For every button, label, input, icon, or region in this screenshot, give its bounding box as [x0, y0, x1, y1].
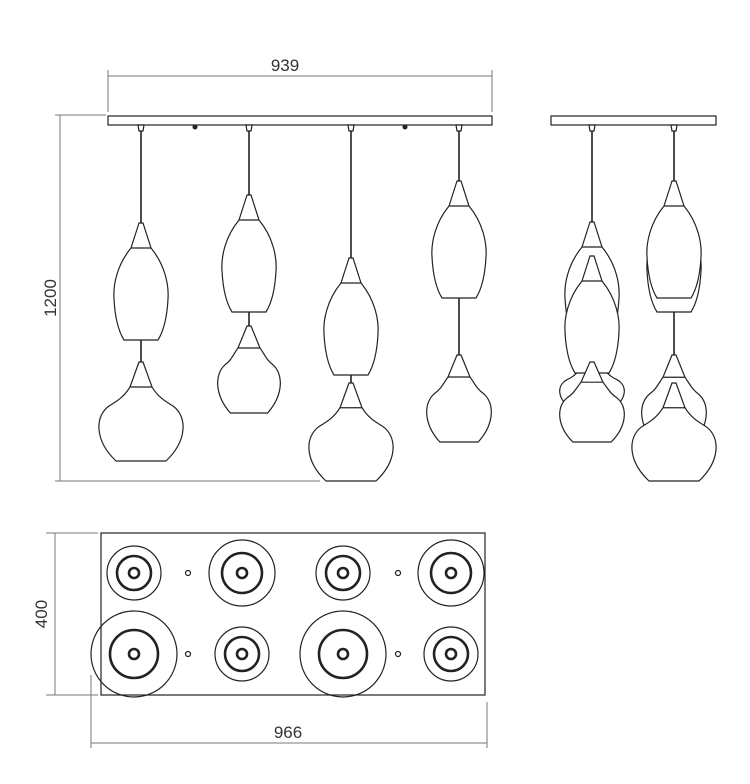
shade-plan-circle — [214, 626, 270, 682]
shade-rim — [317, 628, 369, 680]
round-glass-shade — [308, 382, 394, 482]
mount-screw — [192, 124, 198, 130]
shade-plan-circle — [423, 626, 479, 682]
shade-rim — [220, 551, 264, 595]
shade-outline — [423, 626, 479, 682]
olive-glass-shade — [113, 222, 169, 341]
dimension-966: 966 — [90, 675, 488, 748]
shade-outline — [315, 545, 371, 601]
ceiling-rail-side — [550, 115, 717, 126]
cable-entry — [444, 566, 458, 580]
front-view — [98, 115, 493, 482]
shade-rim — [108, 628, 160, 680]
olive-glass-shade — [646, 180, 702, 299]
dimension-label-939: 939 — [271, 56, 299, 75]
shade-rim — [115, 554, 153, 592]
shade-plan-circle — [417, 539, 485, 607]
mount-screw — [394, 650, 402, 658]
ceiling-connector — [137, 124, 145, 132]
cable-entry — [336, 647, 350, 661]
shade-outline — [299, 610, 387, 698]
shade-plan-circle — [90, 610, 178, 698]
side-view — [550, 115, 717, 482]
shade-plan-circle — [106, 545, 162, 601]
shade-rim — [432, 635, 470, 673]
ceiling-connector — [455, 124, 463, 132]
ceiling-rail — [107, 115, 493, 126]
ceiling-connector — [245, 124, 253, 132]
mount-screw — [184, 569, 192, 577]
olive-glass-shade — [221, 194, 277, 313]
dimension-label-400: 400 — [32, 600, 51, 628]
shade-rim — [223, 635, 261, 673]
shade-rim — [429, 551, 473, 595]
pendant-lamp — [308, 124, 394, 482]
pendant-lamp — [98, 124, 184, 462]
canopy-plate — [100, 532, 486, 696]
olive-glass-shade — [431, 180, 487, 299]
shade-plan-circle — [315, 545, 371, 601]
ceiling-connector — [588, 124, 596, 132]
mount-screw — [184, 650, 192, 658]
pendant-lamp — [426, 124, 492, 443]
round-glass-shade — [631, 382, 717, 482]
ceiling-connector — [670, 124, 678, 132]
shade-plan-circle — [299, 610, 387, 698]
olive-glass-shade — [564, 255, 620, 374]
dimension-939: 939 — [107, 56, 493, 112]
shade-outline — [106, 545, 162, 601]
mount-screw — [402, 124, 408, 130]
shade-outline — [214, 626, 270, 682]
olive-glass-shade — [323, 257, 379, 376]
dimension-1200: 1200 — [41, 114, 320, 482]
shade-outline — [417, 539, 485, 607]
round-glass-shade — [426, 354, 492, 443]
plan-view — [90, 532, 486, 698]
dimension-label-1200: 1200 — [41, 279, 60, 317]
cable-entry — [235, 566, 249, 580]
ceiling-connector — [347, 124, 355, 132]
dimension-label-966: 966 — [274, 723, 302, 742]
shade-plan-circle — [208, 539, 276, 607]
cable-entry — [127, 647, 141, 661]
dimension-400: 400 — [32, 532, 98, 696]
shade-outline — [90, 610, 178, 698]
pendant-group-right — [631, 124, 717, 482]
cable-entry — [235, 647, 249, 661]
round-glass-shade — [559, 361, 625, 443]
round-glass-shade — [217, 325, 281, 414]
cable-entry — [336, 566, 350, 580]
pendant-group-left — [559, 124, 625, 443]
shade-outline — [208, 539, 276, 607]
mount-screw — [394, 569, 402, 577]
cable-entry — [127, 566, 141, 580]
round-glass-shade — [98, 361, 184, 462]
pendant-lamp — [217, 124, 281, 414]
shade-rim — [324, 554, 362, 592]
cable-entry — [444, 647, 458, 661]
